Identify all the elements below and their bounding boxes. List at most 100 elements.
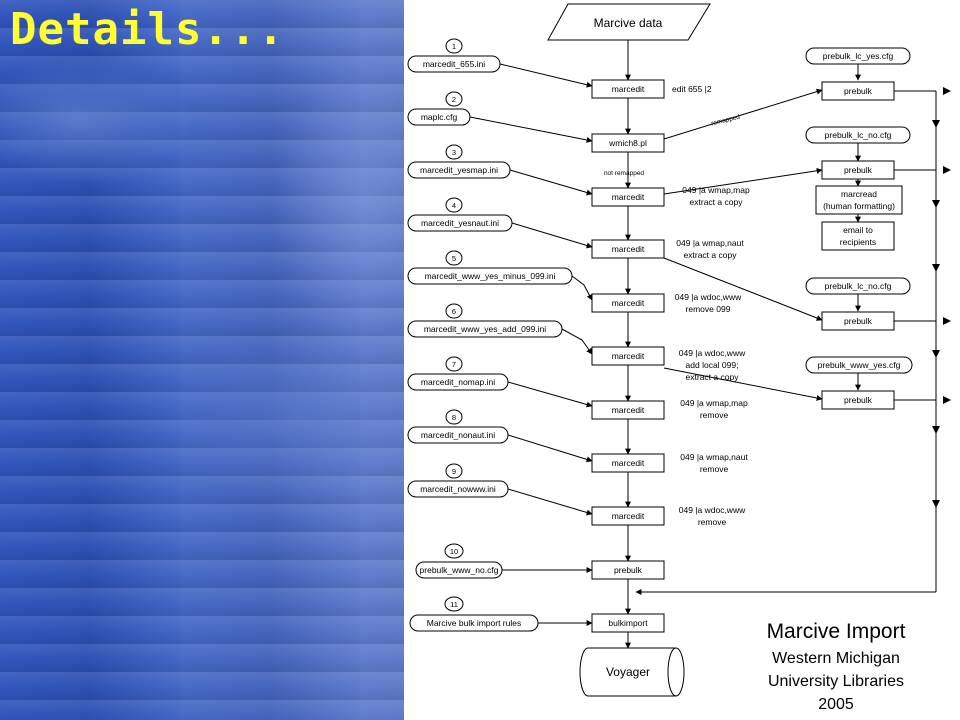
svg-text:add local 099;: add local 099;	[686, 360, 739, 370]
config-file-11: 11 Marcive bulk import rules	[409, 596, 539, 632]
svg-text:marcedit: marcedit	[612, 351, 645, 361]
svg-text:marcedit: marcedit	[612, 192, 645, 202]
svg-text:marcedit: marcedit	[612, 244, 645, 254]
svg-text:8: 8	[452, 413, 456, 422]
svg-text:11: 11	[450, 600, 458, 609]
svg-text:maplc.cfg: maplc.cfg	[421, 112, 458, 122]
svg-text:4: 4	[452, 201, 456, 210]
main-step-5: marcedit 049 |a wdoc,www remove 099	[591, 292, 742, 314]
end-node-voyager: Voyager	[579, 647, 685, 697]
svg-text:Marcive bulk import rules: Marcive bulk import rules	[427, 618, 521, 628]
side-config-2: prebulk_lc_no.cfg	[805, 126, 911, 144]
svg-text:049 |a wdoc,www: 049 |a wdoc,www	[679, 348, 746, 358]
config-file-5: 5 marcedit_www_yes_minus_099.ini	[407, 250, 573, 285]
svg-text:prebulk: prebulk	[844, 395, 873, 405]
main-step-3: marcedit 049 |a wmap,map extract a copy	[591, 185, 750, 207]
svg-text:extract a copy: extract a copy	[684, 250, 738, 260]
svg-text:2: 2	[452, 95, 456, 104]
config-file-7: 7 marcedit_nomap.ini	[407, 356, 509, 391]
svg-text:bulkimport: bulkimport	[608, 618, 648, 628]
svg-text:prebulk: prebulk	[844, 316, 873, 326]
svg-text:prebulk_lc_no.cfg: prebulk_lc_no.cfg	[825, 281, 892, 291]
svg-text:extract a copy: extract a copy	[690, 197, 744, 207]
config-file-3: 3 marcedit_yesmap.ini	[407, 144, 511, 179]
svg-text:extract a copy: extract a copy	[686, 372, 740, 382]
svg-text:remove 099: remove 099	[686, 304, 731, 314]
config-file-6: 6 marcedit_www_yes_add_099.ini	[407, 303, 563, 338]
side-prebulk-4: prebulk	[821, 390, 895, 410]
svg-text:049 |a wmap,map: 049 |a wmap,map	[680, 398, 748, 408]
svg-text:7: 7	[452, 360, 456, 369]
source-node-label: Marcive data	[594, 16, 663, 30]
slide-title: Details...	[10, 4, 285, 55]
edge-label-not-remapped: not remapped	[604, 170, 644, 177]
slide-background	[0, 0, 404, 720]
svg-text:marcedit: marcedit	[612, 458, 645, 468]
svg-text:prebulk_lc_yes.cfg: prebulk_lc_yes.cfg	[823, 51, 894, 61]
main-step-7: marcedit 049 |a wmap,map remove	[591, 398, 748, 420]
main-step-4: marcedit 049 |a wmap,naut extract a copy	[591, 238, 744, 260]
svg-text:marcedit: marcedit	[612, 405, 645, 415]
svg-text:049 |a wdoc,www: 049 |a wdoc,www	[679, 505, 746, 515]
svg-text:marcedit: marcedit	[612, 84, 645, 94]
side-config-4: prebulk_www_yes.cfg	[805, 356, 913, 374]
svg-text:3: 3	[452, 148, 456, 157]
svg-text:marcedit_www_yes_minus_099.ini: marcedit_www_yes_minus_099.ini	[425, 271, 556, 281]
svg-text:Western Michigan: Western Michigan	[772, 650, 900, 667]
svg-text:prebulk: prebulk	[614, 565, 643, 575]
svg-text:2005: 2005	[818, 696, 854, 713]
svg-text:marcedit_nonaut.ini: marcedit_nonaut.ini	[421, 430, 495, 440]
svg-text:remove: remove	[698, 517, 727, 527]
svg-text:prebulk_lc_no.cfg: prebulk_lc_no.cfg	[825, 130, 892, 140]
svg-text:University Libraries: University Libraries	[768, 673, 904, 690]
main-step-10: prebulk	[591, 560, 665, 580]
main-step-9: marcedit 049 |a wdoc,www remove	[591, 505, 746, 527]
svg-text:049 |a wmap,naut: 049 |a wmap,naut	[680, 452, 748, 462]
config-arrows	[469, 63, 593, 626]
diagram-caption: Marcive Import Western Michigan Universi…	[767, 620, 906, 713]
svg-text:marcedit: marcedit	[612, 298, 645, 308]
svg-text:10: 10	[450, 547, 458, 556]
svg-text:remove: remove	[700, 410, 729, 420]
svg-text:Voyager: Voyager	[606, 665, 650, 679]
side-prebulk-1: prebulk	[821, 81, 895, 101]
side-prebulk-2: prebulk	[821, 160, 895, 180]
main-step-6: marcedit 049 |a wdoc,www add local 099; …	[591, 346, 746, 382]
svg-text:prebulk_www_yes.cfg: prebulk_www_yes.cfg	[818, 360, 901, 370]
edge-label-remapped: remapped	[711, 114, 741, 128]
svg-text:marcread: marcread	[841, 189, 877, 199]
svg-text:prebulk: prebulk	[844, 165, 873, 175]
branch-arrows	[635, 64, 937, 595]
svg-text:marcedit_nowww.ini: marcedit_nowww.ini	[420, 484, 496, 494]
side-config-1: prebulk_lc_yes.cfg	[805, 47, 911, 65]
svg-text:remove: remove	[700, 464, 729, 474]
side-config-3: prebulk_lc_no.cfg	[805, 277, 911, 295]
main-step-8: marcedit 049 |a wmap,naut remove	[591, 452, 748, 474]
svg-text:6: 6	[452, 307, 456, 316]
main-step-2: wmich8.pl	[591, 133, 665, 153]
svg-text:edit 655 |2: edit 655 |2	[672, 84, 712, 94]
side-prebulk-3: prebulk	[821, 311, 895, 331]
config-file-2: 2 maplc.cfg	[407, 91, 471, 126]
svg-text:Marcive Import: Marcive Import	[767, 620, 906, 643]
svg-text:049 |a wmap,map: 049 |a wmap,map	[682, 185, 750, 195]
svg-text:049 |a wmap,naut: 049 |a wmap,naut	[676, 238, 744, 248]
svg-text:marcedit_655.ini: marcedit_655.ini	[423, 59, 485, 69]
svg-text:wmich8.pl: wmich8.pl	[608, 138, 647, 148]
svg-text:049 |a wdoc,www: 049 |a wdoc,www	[675, 292, 742, 302]
svg-text:9: 9	[452, 467, 456, 476]
svg-text:1: 1	[452, 42, 456, 51]
svg-text:(human formatting): (human formatting)	[823, 201, 895, 211]
config-file-4: 4 marcedit_yesnaut.ini	[407, 197, 513, 232]
side-email: email to recipients	[821, 221, 895, 251]
flowchart-panel: Marcive data 1 marcedit_655.ini 2 maplc.…	[404, 0, 960, 720]
svg-text:marcedit_nomap.ini: marcedit_nomap.ini	[421, 377, 495, 387]
main-step-11: bulkimport	[591, 613, 665, 633]
svg-text:marcedit: marcedit	[612, 511, 645, 521]
svg-text:recipients: recipients	[840, 237, 876, 247]
main-step-1: marcedit edit 655 |2	[591, 79, 712, 99]
config-file-10: 10 prebulk_www_no.cfg	[415, 543, 503, 579]
config-file-9: 9 marcedit_nowww.ini	[407, 463, 509, 498]
source-node-shape	[547, 3, 711, 41]
svg-text:prebulk_www_no.cfg: prebulk_www_no.cfg	[420, 565, 499, 575]
